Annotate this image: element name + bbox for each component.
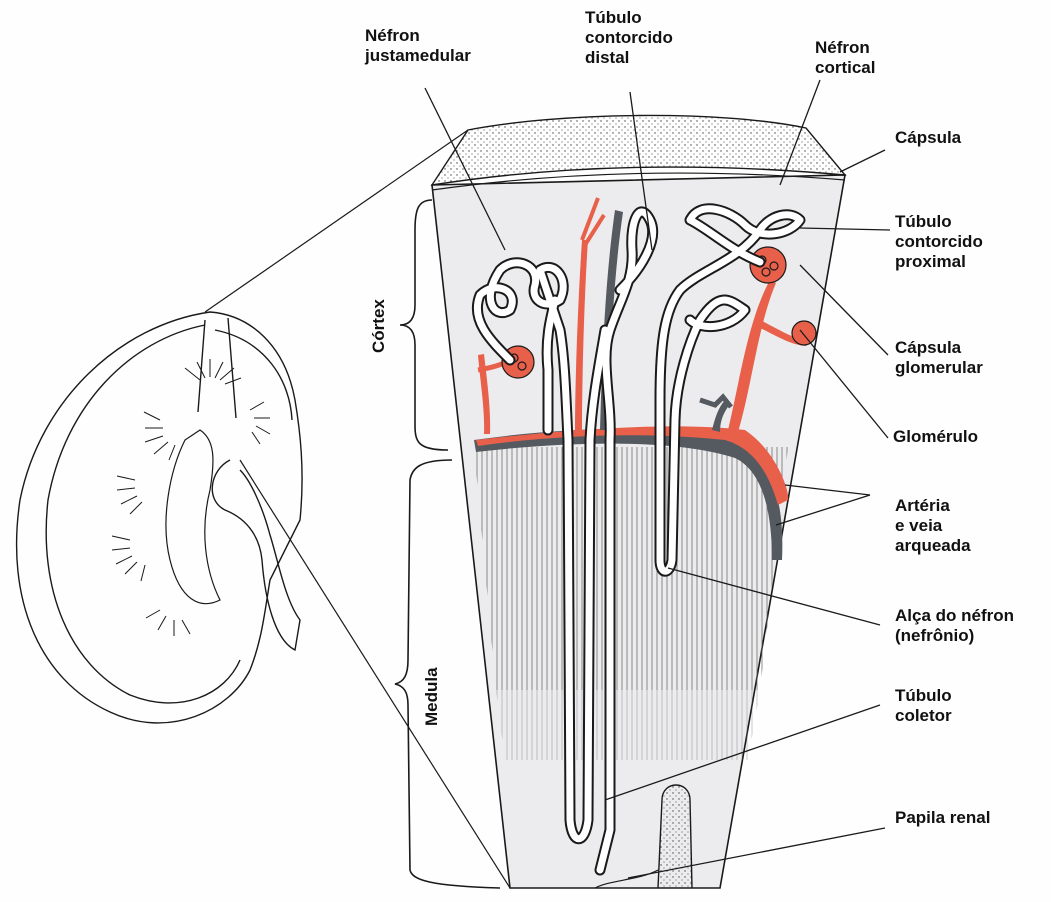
label-medula: Medula: [422, 656, 444, 726]
kidney-section: [17, 312, 302, 723]
label-nefron-cortical: Néfron cortical: [815, 38, 875, 78]
label-tubulo-coletor: Túbulo coletor: [895, 686, 952, 726]
label-tubulo-distal: Túbulo contorcido distal: [585, 8, 673, 68]
label-papila-renal: Papila renal: [895, 808, 990, 828]
label-alca-nefron: Alça do néfron (nefrônio): [895, 606, 1014, 646]
label-arteria-veia: Artéria e veia arqueada: [895, 496, 971, 556]
label-glomerulo: Glomérulo: [893, 427, 978, 447]
label-tubulo-proximal: Túbulo contorcido proximal: [895, 212, 983, 272]
calyces-hatching: [112, 359, 270, 636]
label-capsula-glomerular: Cápsula glomerular: [895, 338, 983, 378]
label-capsula: Cápsula: [895, 128, 961, 148]
label-nefron-justamedular: Néfron justamedular: [365, 26, 471, 66]
label-cortex: Córtex: [369, 293, 391, 353]
